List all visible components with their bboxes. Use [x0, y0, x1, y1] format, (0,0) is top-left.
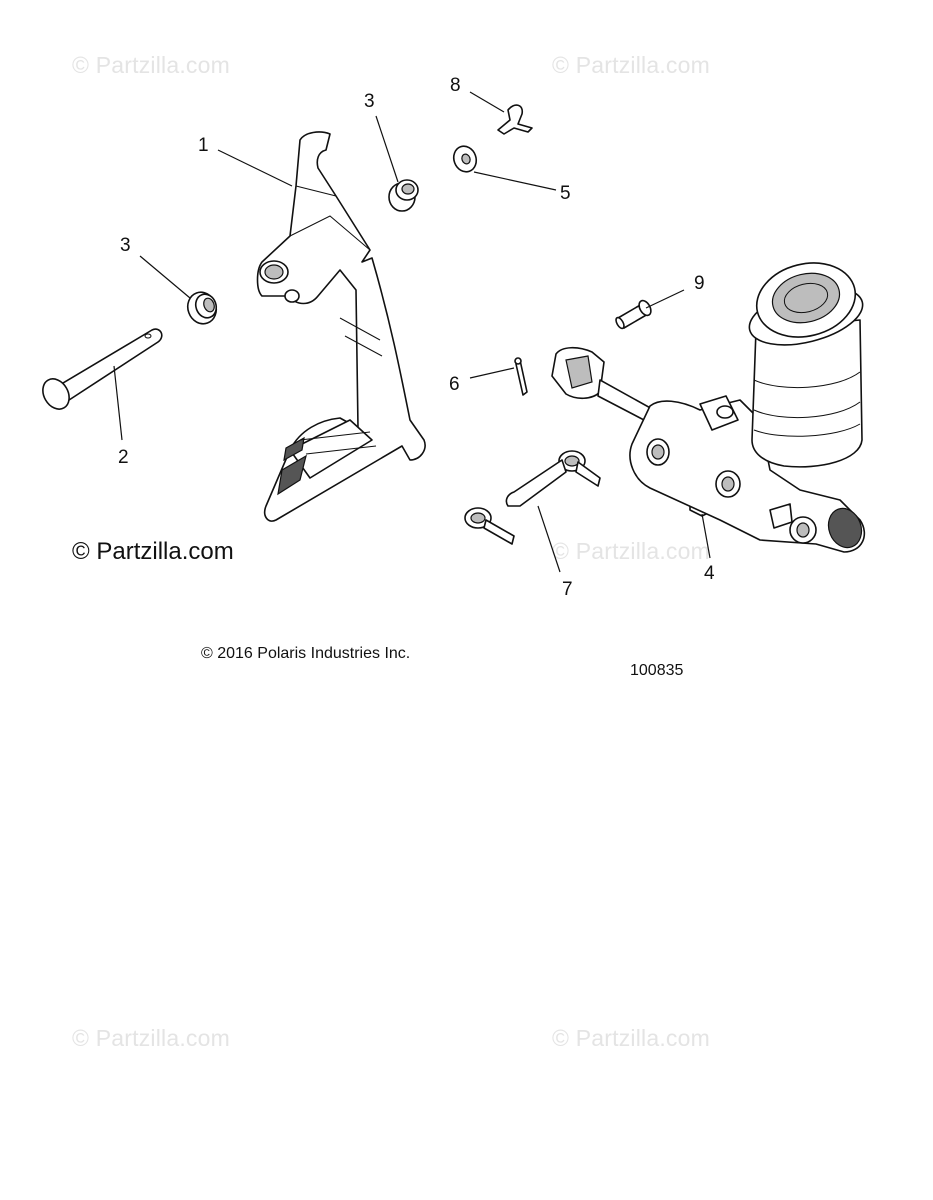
watermark: © Partzilla.com	[552, 538, 710, 564]
callout-number: 4	[704, 563, 715, 584]
figure-id: 100835	[630, 662, 684, 679]
brand-label: © Partzilla.com	[72, 538, 234, 565]
callout-number: 5	[560, 183, 571, 204]
watermark: © Partzilla.com	[72, 1025, 230, 1051]
master-cylinder-assembly	[551, 262, 866, 553]
rod-part	[464, 450, 601, 545]
washer-part	[452, 145, 478, 173]
callout-number: 8	[450, 75, 461, 96]
pedal-arm-part	[256, 131, 426, 522]
bushing-part	[388, 179, 419, 212]
bushing-part	[186, 291, 218, 325]
callout-number: 1	[198, 135, 209, 156]
copyright-text: © 2016 Polaris Industries Inc.	[201, 645, 411, 662]
hair-pin-clip-part	[497, 104, 533, 135]
watermark: © Partzilla.com	[552, 1025, 710, 1051]
callout-number: 7	[562, 579, 573, 600]
callout-number: 6	[449, 374, 460, 395]
callout-number: 3	[364, 91, 375, 112]
watermark: © Partzilla.com	[72, 52, 230, 78]
clevis-pin-part	[42, 328, 163, 410]
callout-number: 9	[694, 273, 705, 294]
pin-part	[615, 299, 652, 330]
parts-diagram	[42, 91, 866, 573]
callout-number: 2	[118, 447, 129, 468]
watermark: © Partzilla.com	[552, 52, 710, 78]
callout-number: 3	[120, 235, 131, 256]
leader-lines	[113, 91, 711, 573]
cotter-pin-part	[514, 357, 528, 396]
